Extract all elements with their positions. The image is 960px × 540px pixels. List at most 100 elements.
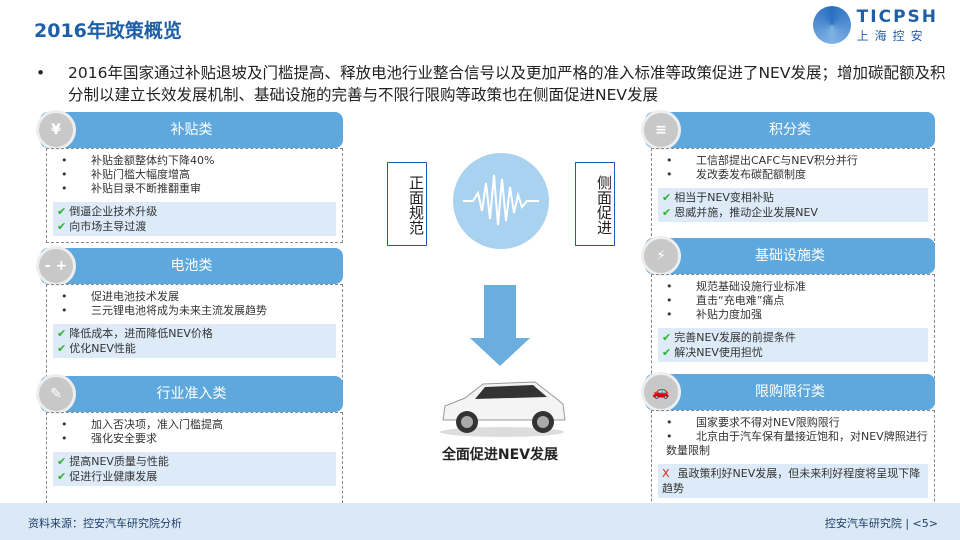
effect-item: ✔解决NEV使用担忧 <box>662 345 924 360</box>
panel-body: •补贴金额整体约下降40%•补贴门槛大幅度增高•补贴目录不断推翻重审✔倒逼企业技… <box>46 148 343 243</box>
effect-text: 向市场主导过渡 <box>69 220 147 233</box>
footer: 资料来源：控安汽车研究院分析 控安汽车研究院 | <5> <box>0 503 960 540</box>
effect-item: ✔相当于NEV变相补贴 <box>662 190 924 205</box>
bullet-text: 北京由于汽车保有量接近饱和，对NEV牌照进行数量限制 <box>666 430 928 457</box>
front-regulation-label: 正面规范 <box>387 162 427 246</box>
panel-body: •国家要求不得对NEV限购限行•北京由于汽车保有量接近饱和，对NEV牌照进行数量… <box>651 410 935 536</box>
bullet-item: •三元锂电池将成为未来主流发展趋势 <box>61 304 267 317</box>
bullet-item: •直击“充电难”痛点 <box>666 294 785 307</box>
bullet-text: 国家要求不得对NEV限购限行 <box>696 416 840 429</box>
bullet-item: •国家要求不得对NEV限购限行 <box>666 416 840 429</box>
policy-panel: 补贴类 ¥ •补贴金额整体约下降40%•补贴门槛大幅度增高•补贴目录不断推翻重审… <box>36 110 343 243</box>
category-icon: ≡ <box>641 110 681 150</box>
panel-header: 基础设施类 <box>645 238 935 274</box>
logo-text: TICPSH <box>856 6 938 27</box>
effect-item: ✔恩威并施，推动企业发展NEV <box>662 205 924 220</box>
panel-body: •加入否决项，准入门槛提高•强化安全要求 ✔提高NEV质量与性能✔促进行业健康发展 <box>46 412 343 533</box>
intro-bullet: •2016年国家通过补贴退坡及门槛提高、释放电池行业整合信号以及更加严格的准入标… <box>36 62 948 106</box>
bullet-text: 促进电池技术发展 <box>91 290 179 303</box>
effect-item: ✔促进行业健康发展 <box>57 469 332 484</box>
result-label: 全面促进NEV发展 <box>441 447 559 463</box>
check-icon: ✔ <box>57 205 67 218</box>
panel-body: •促进电池技术发展•三元锂电池将成为未来主流发展趋势 ✔降低成本，进而降低NEV价… <box>46 284 343 403</box>
check-icon: ✔ <box>662 191 672 204</box>
effect-item: ✔优化NEV性能 <box>57 341 332 356</box>
bullet-text: 补贴力度加强 <box>696 308 762 321</box>
check-icon: ✔ <box>57 470 67 483</box>
check-icon: ✔ <box>662 346 672 359</box>
effect-text: 解决NEV使用担忧 <box>674 346 763 359</box>
bullet-item: •规范基础设施行业标准 <box>666 280 806 293</box>
check-icon: ✔ <box>662 331 672 344</box>
bullet-item: •补贴力度加强 <box>666 308 762 321</box>
bullet-text: 发改委发布碳配额制度 <box>696 168 806 181</box>
bullet-text: 补贴目录不断推翻重审 <box>91 182 201 195</box>
policy-panel: 基础设施类 ⚡ •规范基础设施行业标准•直击“充电难”痛点•补贴力度加强 ✔完善N… <box>641 236 935 404</box>
policy-panel: 积分类 ≡ •工信部提出CAFC与NEV积分并行•发改委发布碳配额制度 ✔相当于N… <box>641 110 935 266</box>
effect-text: 降低成本，进而降低NEV价格 <box>69 327 213 340</box>
check-icon: ✔ <box>57 342 67 355</box>
down-arrow <box>484 285 516 340</box>
down-arrowhead <box>470 338 530 366</box>
panel-body: •规范基础设施行业标准•直击“充电难”痛点•补贴力度加强 ✔完善NEV发展的前提条… <box>651 274 935 404</box>
page-title: 2016年政策概览 <box>34 20 182 42</box>
bullet-text: 强化安全要求 <box>91 432 157 445</box>
bullet-text: 加入否决项，准入门槛提高 <box>91 418 223 431</box>
bullet-text: 补贴金额整体约下降40% <box>91 154 215 167</box>
check-icon: ✔ <box>57 327 67 340</box>
category-icon: 🚗 <box>641 372 681 412</box>
panel-header: 行业准入类 <box>40 376 343 412</box>
effects-box: ✔提高NEV质量与性能✔促进行业健康发展 <box>53 452 336 486</box>
effects-box: ✔降低成本，进而降低NEV价格✔优化NEV性能 <box>53 324 336 358</box>
intro-text: 2016年国家通过补贴退坡及门槛提高、释放电池行业整合信号以及更加严格的准入标准… <box>68 64 946 104</box>
bullet-item: •发改委发布碳配额制度 <box>666 168 806 181</box>
bullet-item: •工信部提出CAFC与NEV积分并行 <box>666 154 858 167</box>
panel-header: 补贴类 <box>40 112 343 148</box>
bullet-text: 补贴门槛大幅度增高 <box>91 168 190 181</box>
logo-subtext: 上海控安 <box>856 28 929 43</box>
logo-mark-icon <box>812 6 851 44</box>
panel-header: 限购限行类 <box>645 374 935 410</box>
bullet-item: •补贴目录不断推翻重审 <box>61 182 201 195</box>
bullet-item: •促进电池技术发展 <box>61 290 179 303</box>
bullet-text: 直击“充电难”痛点 <box>696 294 785 307</box>
car-image <box>440 381 566 437</box>
panel-header: 积分类 <box>645 112 935 148</box>
effects-box: ✔倒逼企业技术升级✔向市场主导过渡 <box>53 202 336 236</box>
bullet-item: •强化安全要求 <box>61 432 157 445</box>
cross-icon: X <box>662 467 670 480</box>
page-number: 控安汽车研究院 | <5> <box>824 517 938 530</box>
category-icon: ⚡ <box>641 236 681 276</box>
bullet-text: 工信部提出CAFC与NEV积分并行 <box>696 154 858 167</box>
waveform-icon <box>453 153 549 249</box>
effect-text: 恩威并施，推动企业发展NEV <box>674 206 818 219</box>
effect-item: ✔降低成本，进而降低NEV价格 <box>57 326 332 341</box>
policy-panel: 限购限行类 🚗 •国家要求不得对NEV限购限行•北京由于汽车保有量接近饱和，对N… <box>641 372 935 536</box>
category-icon: - + <box>36 246 76 286</box>
effect-item: ✔倒逼企业技术升级 <box>57 204 332 219</box>
check-icon: ✔ <box>57 455 67 468</box>
effect-item: ✔完善NEV发展的前提条件 <box>662 330 924 345</box>
bullet-text: 三元锂电池将成为未来主流发展趋势 <box>91 304 267 317</box>
side-promotion-label: 侧面促进 <box>575 162 615 246</box>
bullet-item: •加入否决项，准入门槛提高 <box>61 418 223 431</box>
negative-text: 虽政策利好NEV发展，但未来利好程度将呈现下降趋势 <box>662 467 921 495</box>
effect-text: 完善NEV发展的前提条件 <box>674 331 796 344</box>
effect-text: 提高NEV质量与性能 <box>69 455 169 468</box>
bullet-text: 规范基础设施行业标准 <box>696 280 806 293</box>
check-icon: ✔ <box>57 220 67 233</box>
effect-text: 促进行业健康发展 <box>69 470 158 483</box>
effects-box: ✔完善NEV发展的前提条件✔解决NEV使用担忧 <box>658 328 928 362</box>
bullet-item: •北京由于汽车保有量接近饱和，对NEV牌照进行数量限制 <box>666 430 928 457</box>
effect-text: 倒逼企业技术升级 <box>69 205 158 218</box>
policy-panel: 行业准入类 ✎ •加入否决项，准入门槛提高•强化安全要求✔提高NEV质量与性能✔… <box>36 374 343 533</box>
bullet-item: •补贴金额整体约下降40% <box>61 154 215 167</box>
effects-box: ✔相当于NEV变相补贴✔恩威并施，推动企业发展NEV <box>658 188 928 222</box>
panel-header: 电池类 <box>40 248 343 284</box>
category-icon: ¥ <box>36 110 76 150</box>
source-note: 资料来源：控安汽车研究院分析 <box>28 517 182 530</box>
effect-text: 相当于NEV变相补贴 <box>674 191 774 204</box>
check-icon: ✔ <box>662 206 672 219</box>
